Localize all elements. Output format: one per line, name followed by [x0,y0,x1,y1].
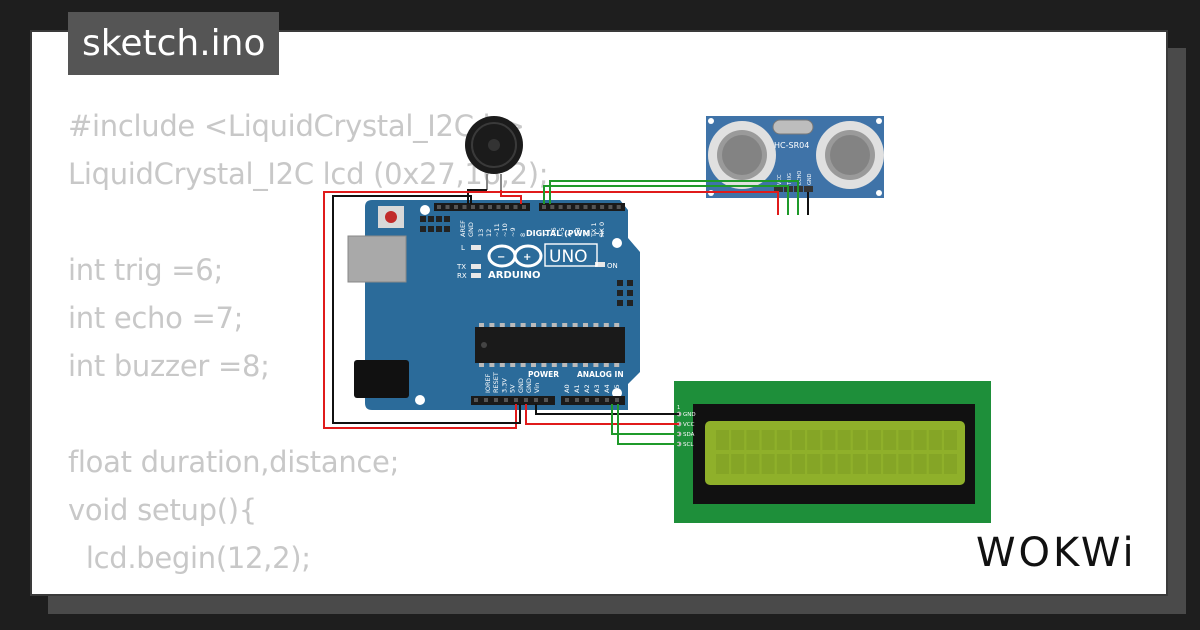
wokwi-logo[interactable]: WOKWi [976,530,1137,576]
lcd-pin-marker: 1 [677,405,680,411]
top-pin-label: 8 [519,233,527,237]
top-pin-label: ~10 [501,223,509,237]
top-pin-label: AREF [459,220,467,237]
top-pin-label: TX 1 [590,222,598,238]
code-preview: #include <LiquidCrystal_I2C.h>LiquidCrys… [68,102,549,582]
mount-hole [415,395,425,405]
code-line: int echo =7; [68,301,244,335]
top-pin-label: RX 0 [598,222,606,237]
power-pin-label: IOREF [484,373,492,393]
code-line: int trig =6; [68,253,223,287]
led-tx [471,264,481,269]
led-rx [471,273,481,278]
sensor-model-label: HC-SR04 [774,141,809,150]
top-pin-label: GND [467,222,475,237]
top-pin-label: ~5 [558,227,566,237]
code-line: float duration,distance; [68,445,400,479]
led-on [595,262,605,267]
top-pin-label: ~11 [493,223,501,237]
sensor-pin-label: VCC [777,174,783,185]
lcd-pin-label: GND [683,412,696,418]
analog-pin-label: A0 [563,384,571,393]
analog-pin-label: A5 [613,384,621,393]
power-label: POWER [528,370,559,379]
top-pin-label: 13 [477,229,485,237]
top-pin-label: ~9 [509,227,517,237]
analog-header [561,396,625,405]
analog-pin-label: A4 [603,384,611,393]
analog-in-label: ANALOG IN [577,370,624,379]
lcd-1602-i2c-display[interactable]: 1 GND VCC SDA SCL [674,381,991,523]
power-pin-label: 5V [509,384,517,393]
power-header [471,396,555,405]
led-l [471,245,481,250]
digital-header-low [539,203,625,211]
code-line: lcd.begin(12,2); [68,541,311,575]
file-title-tab[interactable]: sketch.ino [68,12,280,75]
top-pin-label: 12 [485,229,493,237]
analog-pin-label: A3 [593,384,601,393]
top-pin-label: ~6 [550,227,558,237]
digital-pwm-label: DIGITAL (PWM ~) [526,229,604,238]
wire-black-gnd-loop [332,195,521,424]
svg-text:−: − [497,252,505,263]
svg-text:+: + [523,252,531,263]
analog-pin-label: A2 [583,384,591,393]
lcd-pin-label: SCL [683,442,694,448]
icsp-header-right [617,280,633,306]
piezo-buzzer[interactable] [465,116,523,190]
code-line: void setup(){ [68,493,257,527]
top-pin-label: ~3 [574,227,582,237]
wire-lcd-scl [617,404,679,445]
wire-lcd-sda [611,404,679,435]
led-l-label: L [461,244,465,252]
code-line: int buzzer =8; [68,349,270,383]
power-jack [354,360,409,398]
arduino-infinity-logo: − + [487,244,543,268]
crystal-oscillator [772,119,814,135]
sensor-pin-label: GND [807,173,813,185]
code-line: LiquidCrystal_I2C lcd (0x27,16,2); [68,157,549,191]
arduino-model-label: UNO [549,247,588,267]
led-rx-label: RX [457,272,467,280]
top-pin-label: 7 [542,233,550,237]
lcd-pin-label: VCC [683,422,695,428]
usb-port [347,235,407,283]
mount-hole [612,388,622,398]
led-on-label: ON [607,262,618,270]
wire-buzzer-gnd [467,189,487,204]
power-pin-label: GND [525,378,533,393]
atmega-chip [475,327,625,363]
icsp-header-left [420,216,450,232]
sensor-pin-label: ECHO [797,171,803,185]
sensor-pin-label: TRIG [787,173,793,186]
mount-hole [612,238,622,248]
hc-sr04-ultrasonic-sensor[interactable]: HC-SR04 VCC TRIG ECHO GND [706,116,884,198]
lcd-pin-label: SDA [683,432,695,438]
top-pin-label: 2 [582,233,590,237]
arduino-brand-label: ARDUINO [488,270,540,281]
power-pin-label: RESET [492,372,500,393]
wire-lcd-gnd [535,404,679,415]
power-pin-label: Vin [533,383,541,393]
mount-hole [420,205,430,215]
power-pin-label: 3.3V [500,378,508,393]
svg-text:WOKWi: WOKWi [976,530,1137,576]
top-pin-label: 4 [566,233,574,237]
power-pin-label: GND [517,378,525,393]
led-tx-label: TX [456,263,466,271]
wires [323,180,809,445]
analog-pin-label: A1 [573,384,581,393]
wire-lcd-vcc [525,404,679,425]
